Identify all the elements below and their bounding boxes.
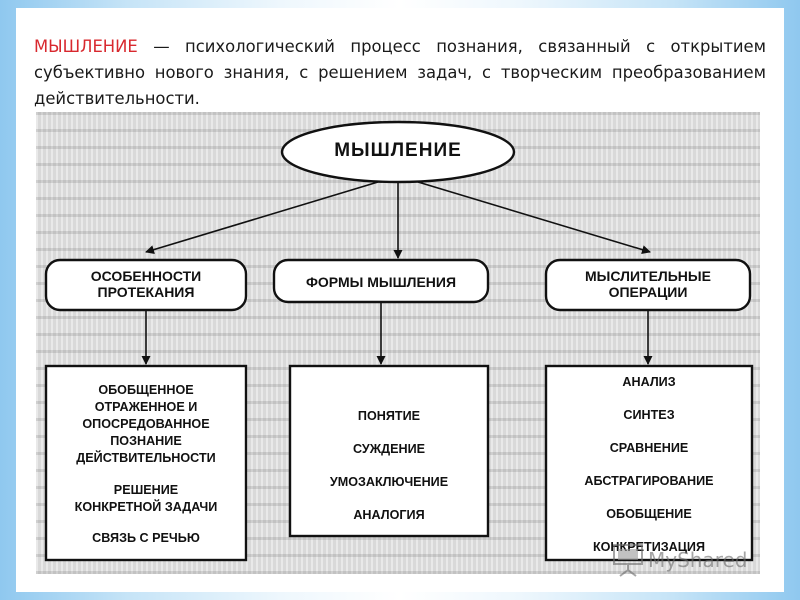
definition-text: МЫШЛЕНИЕ — психологический процесс позна…: [34, 34, 766, 112]
list-item: АНАЛИЗ: [622, 375, 676, 389]
list-item: КОНКРЕТНОЙ ЗАДАЧИ: [74, 500, 218, 514]
root-label: МЫШЛЕНИЕ: [334, 140, 462, 161]
list-item: АБСТРАГИРОВАНИЕ: [584, 474, 714, 488]
list-item: СРАВНЕНИЕ: [609, 441, 689, 455]
category-label-forms: ФОРМЫ МЫШЛЕНИЯ: [305, 274, 457, 290]
category-label-features: ОСОБЕННОСТИ ПРОТЕКАНИЯ: [90, 268, 202, 300]
list-item: ПОНЯТИЕ: [357, 409, 421, 423]
definition-body: — психологический процесс познания, связ…: [34, 37, 766, 109]
list-item: УМОЗАКЛЮЧЕНИЕ: [329, 475, 449, 489]
list-item: СВЯЗЬ С РЕЧЬЮ: [92, 531, 200, 545]
list-item: ОБОБЩЕННОЕ: [98, 383, 194, 397]
root-node: [280, 120, 516, 184]
connector-root-right: [417, 181, 651, 254]
list-item: ОТРАЖЕННОЕ И: [94, 400, 198, 414]
items-box-forms: [288, 364, 490, 538]
connector-root-left: [145, 181, 379, 254]
presentation-icon: [613, 544, 643, 577]
list-item: ОПОСРЕДОВАННОЕ: [82, 417, 210, 431]
items-box-operations: [544, 364, 754, 562]
items-box-features: [44, 364, 248, 562]
list-item: СУЖДЕНИЕ: [352, 442, 426, 456]
list-item: АНАЛОГИЯ: [353, 508, 425, 522]
list-item: ДЕЙСТВИТЕЛЬНОСТИ: [76, 451, 216, 465]
definition-term: МЫШЛЕНИЕ: [34, 37, 138, 57]
list-item: ПОЗНАНИЕ: [110, 434, 182, 448]
watermark: MyShared: [612, 540, 782, 580]
diagram-scan: МЫШЛЕНИЕ ОСОБЕННОСТИ ПРОТЕКАНИЯ ФОРМЫ МЫ…: [36, 112, 760, 574]
category-label-operations: МЫСЛИТЕЛЬНЫЕ ОПЕРАЦИИ: [585, 268, 711, 300]
diagram-lines: [44, 120, 754, 562]
watermark-text: MyShared: [648, 548, 748, 572]
list-item: СИНТЕЗ: [623, 408, 675, 422]
list-item: РЕШЕНИЕ: [113, 483, 179, 497]
list-item: ОБОБЩЕНИЕ: [606, 507, 692, 521]
